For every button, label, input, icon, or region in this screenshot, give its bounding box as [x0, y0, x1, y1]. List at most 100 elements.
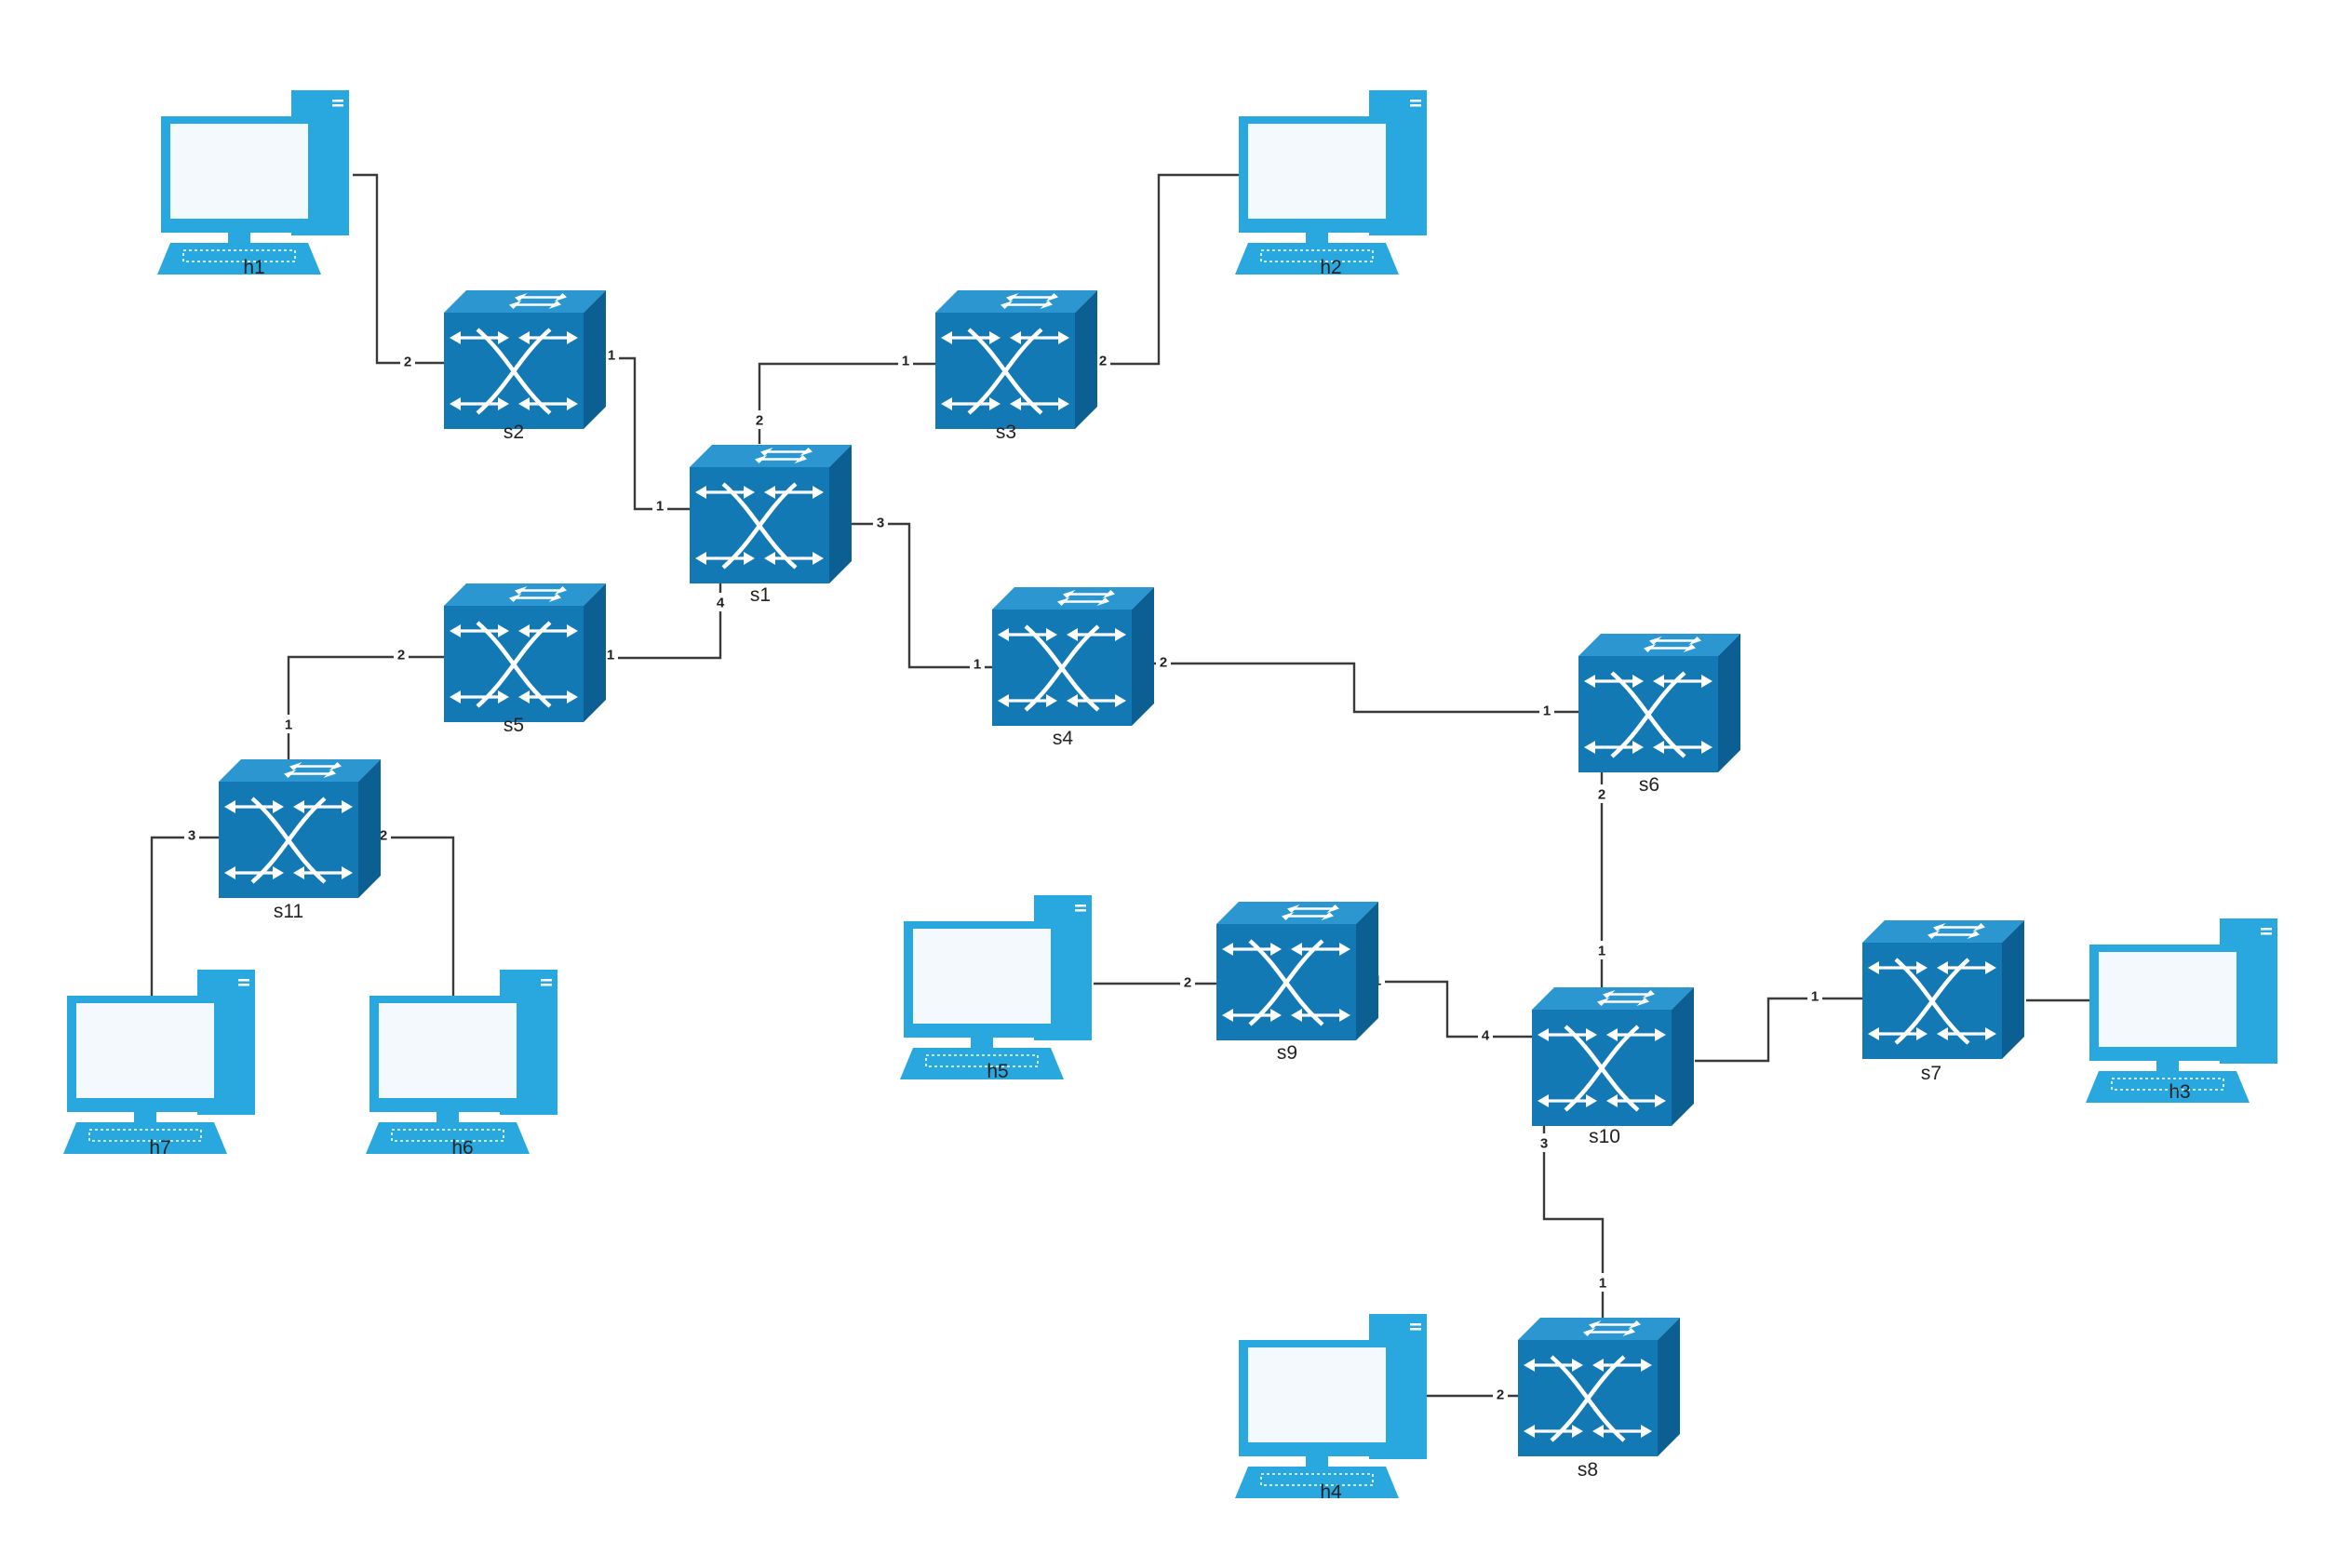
node-label: s5 — [504, 715, 524, 736]
port-label-s1-4: 4 — [713, 593, 728, 611]
network-switch-icon — [1518, 1318, 1680, 1456]
host-h2[interactable]: h2 — [1234, 89, 1428, 278]
switch-s5[interactable]: s5 — [444, 583, 606, 736]
port-label-s1-1: 1 — [652, 496, 667, 515]
host-h7[interactable]: h7 — [62, 969, 256, 1159]
switch-s2[interactable]: s2 — [444, 290, 606, 443]
link-s10-s8 — [1542, 1126, 1605, 1318]
node-label: s2 — [504, 422, 524, 443]
switch-s1[interactable]: s1 — [690, 445, 852, 606]
port-label-s8-1: 1 — [1595, 1273, 1610, 1292]
link-s9-s10 — [1356, 980, 1532, 1039]
node-label: h2 — [1320, 257, 1341, 278]
port-number: 2 — [1497, 1387, 1504, 1403]
link-h1-s2 — [353, 173, 444, 365]
port-label-s6-1: 1 — [1539, 701, 1554, 719]
port-number: 1 — [974, 657, 981, 673]
port-label-s3-1: 1 — [898, 351, 913, 369]
port-label-s11-3: 3 — [184, 825, 199, 844]
port-number: 2 — [1160, 655, 1167, 671]
node-label: s8 — [1578, 1459, 1598, 1481]
node-label: h1 — [243, 257, 264, 278]
port-number: 1 — [1811, 989, 1819, 1005]
port-number: 2 — [1099, 354, 1107, 369]
link-s10-s7 — [1672, 997, 1862, 1063]
network-switch-icon — [444, 583, 606, 722]
port-label-s6-2: 2 — [1594, 784, 1609, 803]
port-label-s10-3: 3 — [1537, 1133, 1551, 1152]
port-label-s10-1: 1 — [1594, 941, 1609, 959]
network-switch-icon — [1532, 987, 1694, 1126]
port-label-s2-1: 1 — [604, 345, 619, 364]
desktop-computer-icon — [2085, 918, 2278, 1104]
node-label: s1 — [750, 584, 771, 606]
port-number: 2 — [404, 355, 411, 370]
node-label: h5 — [987, 1061, 1008, 1082]
node-label: s7 — [1921, 1063, 1941, 1084]
network-switch-icon — [444, 290, 606, 429]
switch-s6[interactable]: s6 — [1578, 634, 1740, 796]
port-number: 1 — [656, 499, 664, 515]
port-number: 2 — [756, 413, 763, 429]
port-number: 2 — [397, 648, 405, 663]
port-labels-layer: 211212314121322121214212312 — [184, 345, 2026, 1403]
port-number: 1 — [1599, 1276, 1606, 1292]
link-s5-s11 — [287, 655, 444, 759]
node-label: h6 — [451, 1137, 473, 1159]
port-number: 1 — [1543, 704, 1551, 719]
switch-s8[interactable]: s8 — [1518, 1318, 1680, 1481]
port-label-s4-2: 2 — [1156, 652, 1171, 671]
desktop-computer-icon — [1234, 1313, 1428, 1499]
desktop-computer-icon — [156, 89, 350, 275]
links-layer — [150, 173, 2089, 1398]
network-switch-icon — [690, 445, 852, 583]
switch-s11[interactable]: s11 — [219, 759, 381, 922]
host-h3[interactable]: h3 — [2085, 918, 2278, 1104]
node-label: s10 — [1589, 1126, 1620, 1147]
node-label: h7 — [149, 1137, 170, 1159]
node-label: s3 — [996, 422, 1016, 443]
switch-s3[interactable]: s3 — [935, 290, 1097, 443]
node-label: s11 — [274, 901, 303, 922]
port-label-s10-4: 4 — [1478, 1025, 1493, 1044]
network-switch-icon — [992, 587, 1154, 726]
port-label-s5-1: 1 — [603, 645, 618, 663]
port-label-s8-2: 2 — [1493, 1385, 1508, 1403]
port-number: 1 — [608, 348, 615, 364]
port-label-s5-2: 2 — [394, 645, 409, 663]
node-label: s6 — [1639, 774, 1659, 796]
host-h6[interactable]: h6 — [365, 969, 558, 1159]
switch-s10[interactable]: s10 — [1532, 987, 1694, 1147]
link-s3-h2 — [1075, 173, 1239, 366]
switch-s9[interactable]: s9 — [1216, 902, 1378, 1064]
port-number: 2 — [1184, 975, 1191, 991]
host-h4[interactable]: h4 — [1234, 1313, 1428, 1503]
switch-s4[interactable]: s4 — [992, 587, 1154, 749]
desktop-computer-icon — [899, 894, 1093, 1080]
port-number: 3 — [188, 828, 195, 844]
network-switch-icon — [1578, 634, 1740, 772]
port-number: 1 — [1598, 944, 1605, 959]
desktop-computer-icon — [1234, 89, 1428, 275]
port-number: 1 — [607, 648, 614, 663]
network-switch-icon — [935, 290, 1097, 429]
node-label: h3 — [2169, 1081, 2190, 1103]
port-number: 3 — [1540, 1136, 1548, 1152]
port-number: 2 — [380, 828, 387, 844]
network-switch-icon — [1862, 920, 2024, 1059]
port-label-s9-2: 2 — [1180, 972, 1195, 991]
switch-s7[interactable]: s7 — [1862, 920, 2024, 1084]
port-label-s3-2: 2 — [1095, 351, 1110, 369]
host-h1[interactable]: h1 — [156, 89, 350, 278]
port-label-s4-1: 1 — [970, 654, 985, 673]
nodes-layer: h1 h2 h3 h4 h5 h6 h7 s1 s2 s3 s4 s5 s6 s7 s8 s9 s10 s11 — [62, 89, 2278, 1503]
host-h5[interactable]: h5 — [899, 894, 1093, 1082]
link-s4-s6 — [1132, 662, 1578, 714]
node-label: s4 — [1053, 728, 1074, 749]
network-switch-icon — [1216, 902, 1378, 1040]
port-number: 4 — [717, 596, 725, 611]
port-label-s7-1: 1 — [1807, 986, 1822, 1005]
port-label-s1-3: 3 — [873, 513, 888, 531]
port-number: 1 — [285, 717, 292, 733]
